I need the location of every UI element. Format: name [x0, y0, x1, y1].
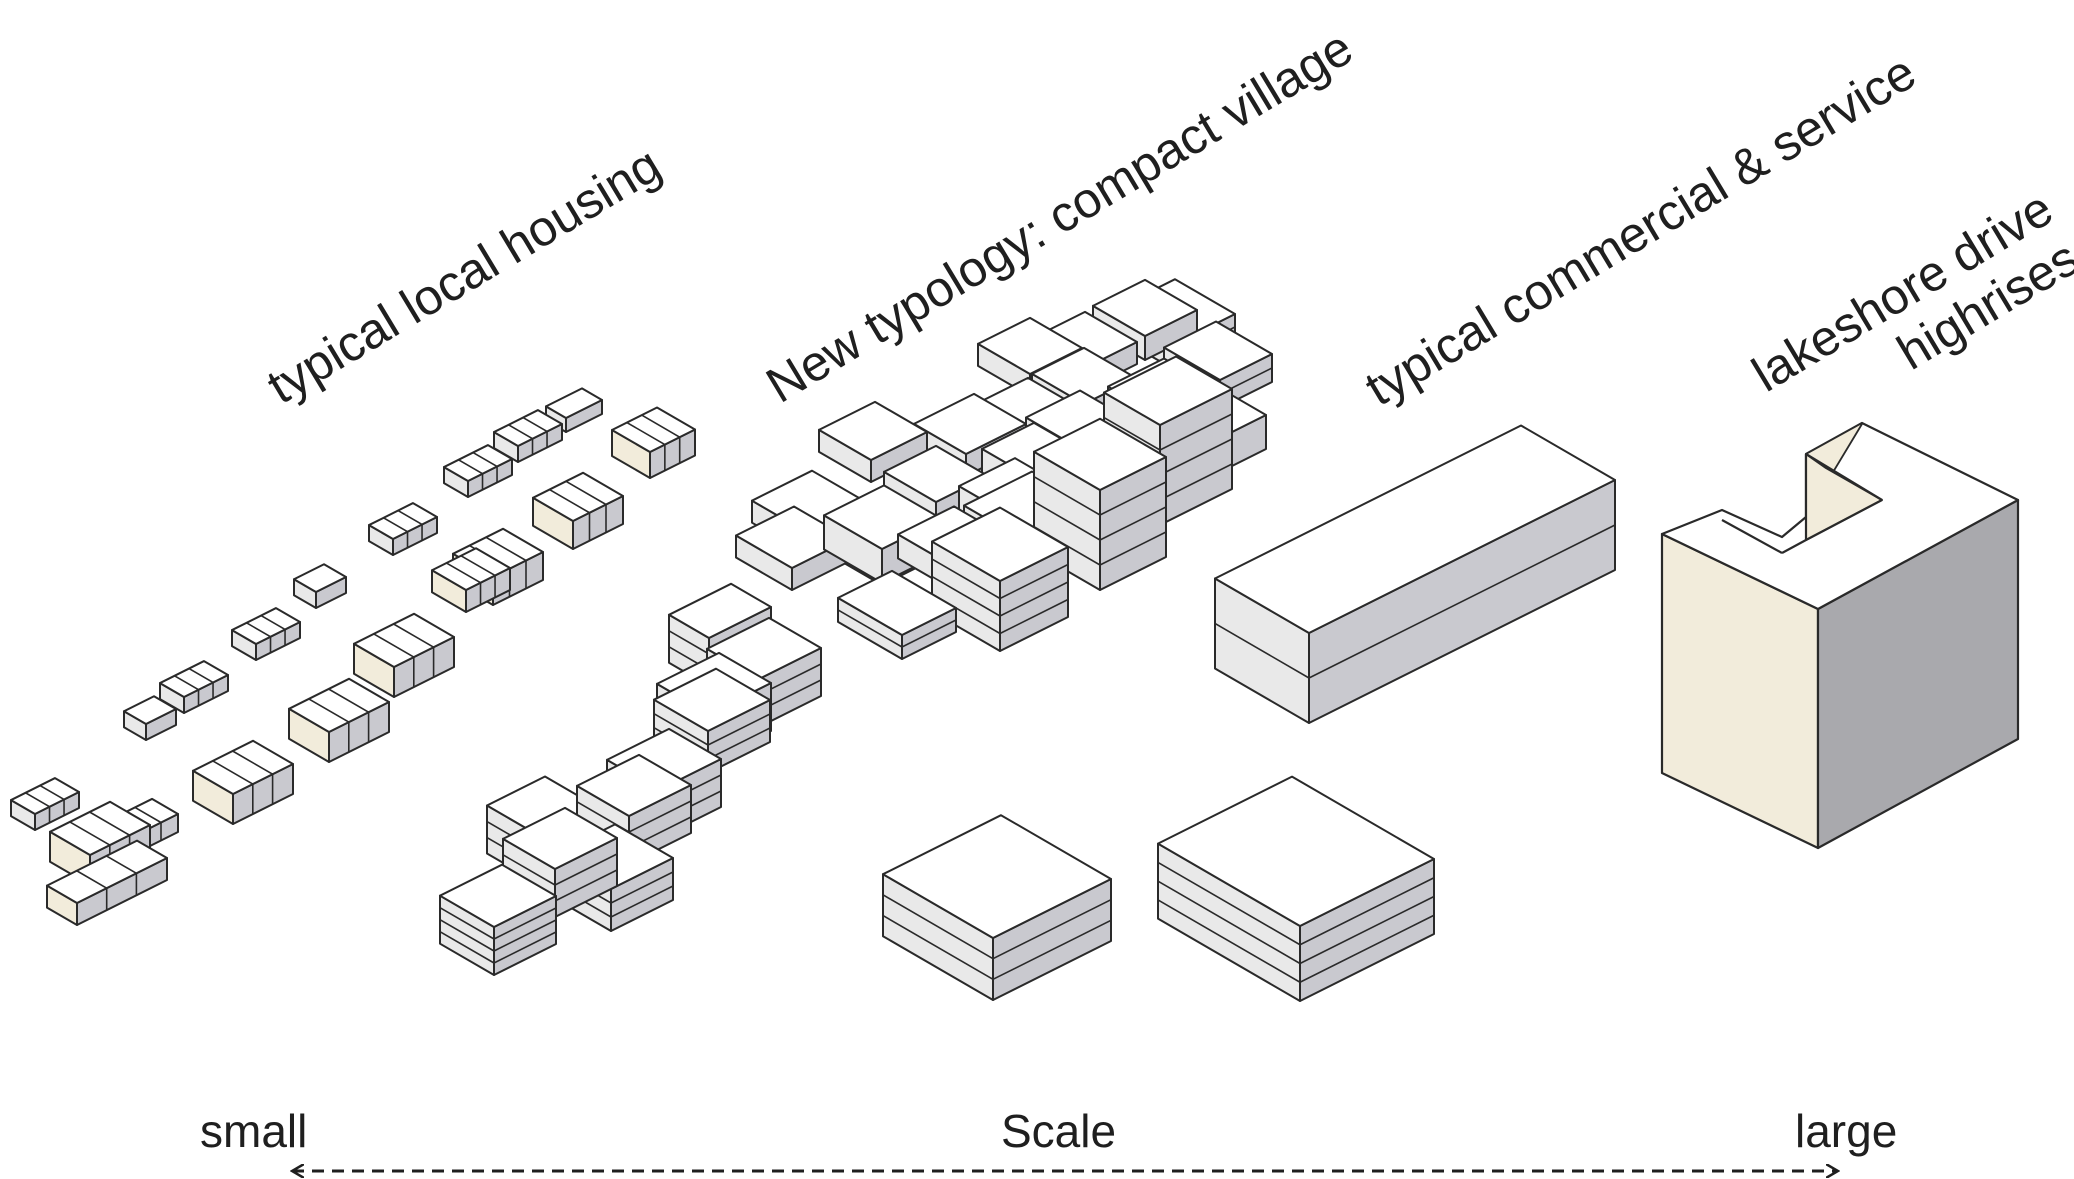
village-block — [931, 506, 1069, 652]
local-house — [532, 471, 624, 550]
local-house — [293, 563, 347, 609]
flat-slab-blocks — [882, 775, 1435, 1002]
row-house-stack — [439, 863, 557, 976]
scale-large-label: large — [1795, 1105, 1898, 1157]
local-housing-blocks — [10, 387, 696, 926]
local-house — [368, 502, 438, 556]
local-house — [10, 777, 80, 831]
row-stacked-blocks — [439, 582, 822, 976]
local-house — [46, 839, 168, 926]
highrise-u-building — [1660, 421, 2020, 850]
local-house — [353, 612, 455, 698]
local-house — [611, 406, 696, 479]
compact-village-blocks — [735, 278, 1273, 660]
village-block — [837, 569, 957, 660]
village-block — [1033, 417, 1167, 591]
highrise-u-shape — [1660, 421, 2020, 850]
slab-block-small — [882, 814, 1112, 1001]
village-block — [818, 400, 928, 483]
local-house — [288, 677, 390, 763]
local-house — [431, 547, 511, 613]
commercial-bar-building — [1214, 424, 1616, 724]
scale-title: Scale — [1001, 1105, 1117, 1157]
local-house — [159, 660, 229, 714]
local-house — [231, 607, 301, 661]
local-house — [123, 695, 177, 741]
scale-small-label: small — [200, 1105, 308, 1157]
local-house — [443, 444, 513, 498]
commercial-bar — [1214, 424, 1616, 724]
local-house — [192, 739, 294, 825]
slab-block-large — [1157, 775, 1435, 1002]
local-house — [493, 409, 563, 463]
